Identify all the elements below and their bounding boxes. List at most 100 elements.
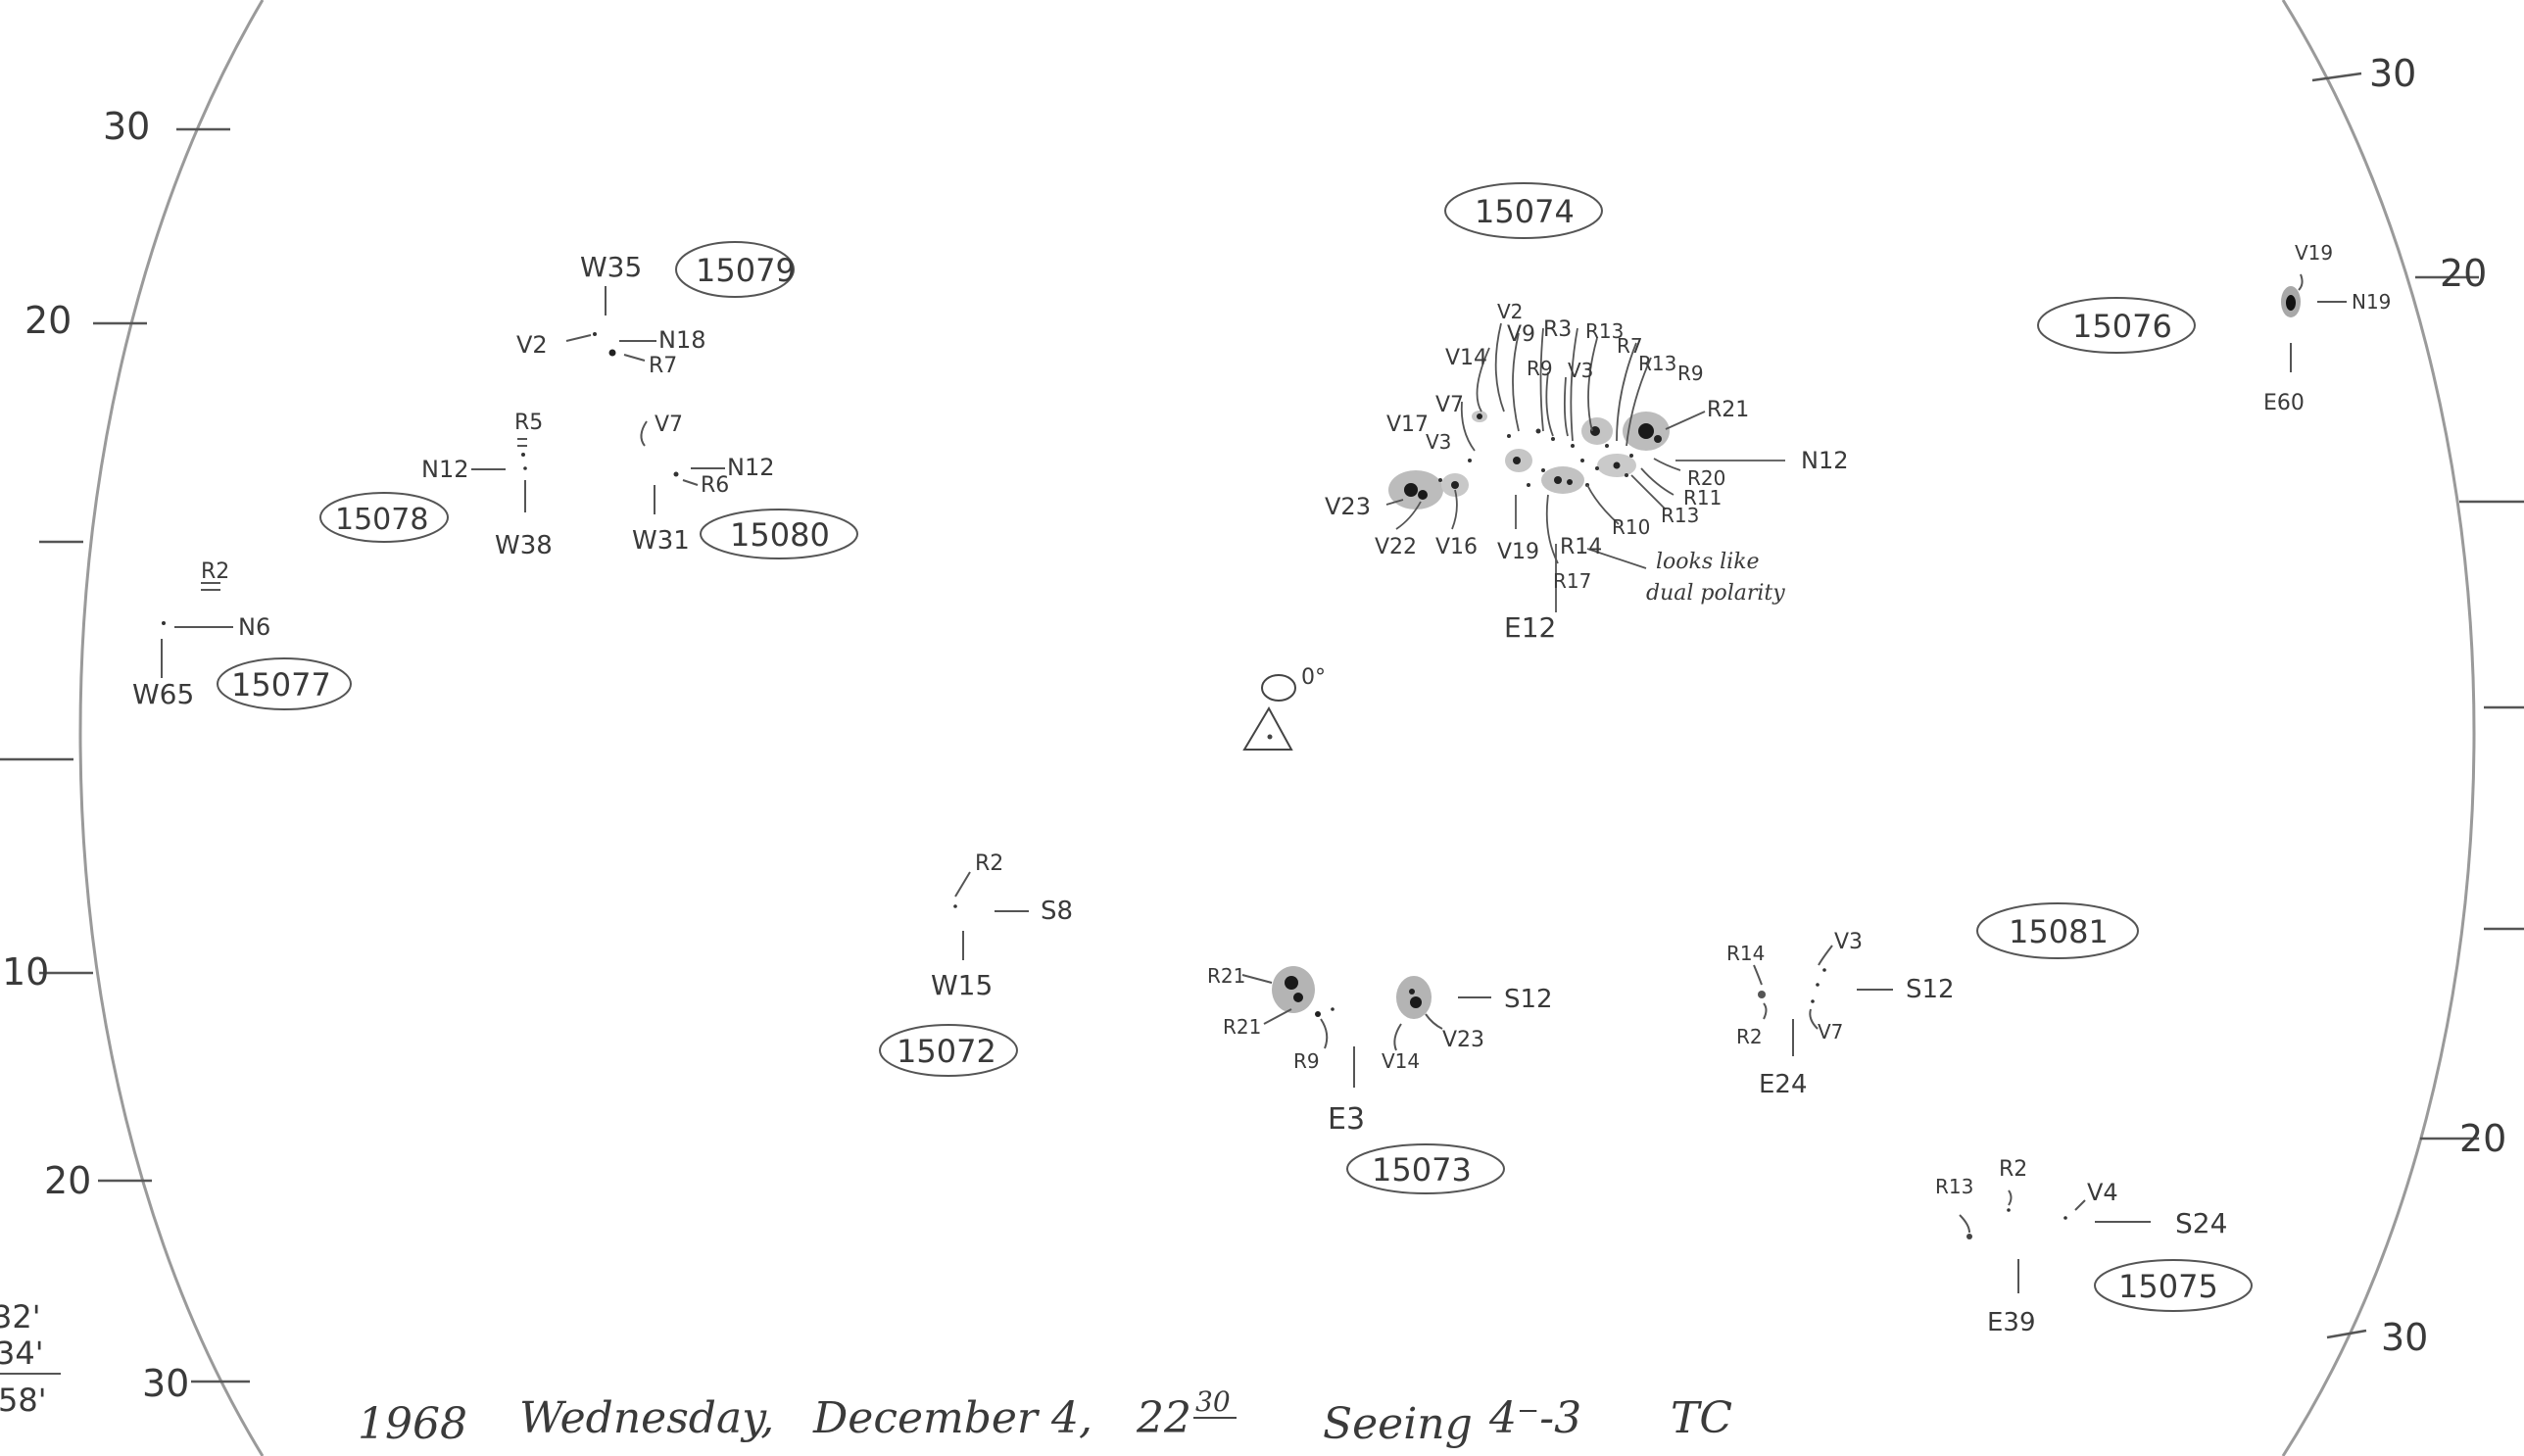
label-r6: R6 <box>701 473 729 498</box>
label-v23: V23 <box>1325 493 1371 520</box>
label-v14: V14 <box>1445 346 1487 370</box>
region-number: 15079 <box>696 252 796 289</box>
region-number: 15072 <box>897 1033 996 1070</box>
label-w38: W38 <box>495 531 553 560</box>
scale-label-left-s30: 30 <box>142 1362 189 1405</box>
region-15074 <box>1385 182 1785 612</box>
scale-label-right-s20: 20 <box>2459 1117 2506 1160</box>
region-15078 <box>319 438 527 543</box>
label-s24: S24 <box>2175 1207 2227 1239</box>
region-15073 <box>1241 966 1505 1194</box>
caption-observer: TC <box>1671 1393 1732 1443</box>
label-w35: W35 <box>580 251 642 283</box>
region-15076 <box>2037 273 2347 372</box>
margin-note-3: 58' <box>0 1382 47 1419</box>
label-s12: S12 <box>1906 975 1955 1004</box>
note-line-2: dual polarity <box>1646 581 1785 606</box>
region-number: 15073 <box>1372 1151 1472 1189</box>
scale-label-right-n20: 20 <box>2440 252 2487 295</box>
label-v3: V3 <box>1426 430 1451 454</box>
label-v14: V14 <box>1382 1049 1420 1073</box>
label-r14: R14 <box>1726 942 1765 965</box>
region-number: 15074 <box>1475 193 1575 230</box>
caption-seeing-label: Seeing <box>1323 1399 1473 1449</box>
label-r10: R10 <box>1612 515 1650 539</box>
label-v23: V23 <box>1442 1028 1484 1052</box>
label-v2: V2 <box>516 331 548 359</box>
scale-label-left-s10: 10 <box>2 950 49 994</box>
label-v3: V3 <box>1568 359 1593 382</box>
label-e39: E39 <box>1987 1308 2036 1337</box>
scale-label-right-s30: 30 <box>2381 1316 2428 1359</box>
caption-weekday: Wednesday, <box>519 1393 774 1443</box>
label-v3: V3 <box>1834 930 1863 954</box>
label-e60: E60 <box>2263 391 2305 415</box>
label-v19: V19 <box>1497 540 1539 564</box>
label-r2: R2 <box>201 559 229 584</box>
label-v4: V4 <box>2087 1179 2118 1206</box>
margin-note-2: 34' <box>0 1335 44 1372</box>
label-r21: R21 <box>1223 1015 1261 1039</box>
label-w15: W15 <box>931 969 993 1001</box>
label-r2: R2 <box>1736 1025 1763 1048</box>
caption-time-hour: 22 <box>1136 1393 1191 1443</box>
region-number: 15076 <box>2072 308 2172 345</box>
center-degree-label: 0° <box>1301 665 1326 690</box>
label-n6: N6 <box>238 613 270 641</box>
label-n19: N19 <box>2352 290 2391 314</box>
observation-caption: 1968 Wednesday, December 4, 22 30 Seeing… <box>358 1385 1732 1449</box>
region-number: 15081 <box>2009 913 2109 950</box>
label-v17: V17 <box>1386 413 1429 437</box>
caption-date: December 4, <box>812 1393 1092 1443</box>
label-v7: V7 <box>1435 393 1464 417</box>
caption-time-minutes: 30 <box>1195 1385 1231 1418</box>
label-s12: S12 <box>1504 985 1553 1014</box>
region-15077 <box>161 582 352 710</box>
left-latitude-scale <box>0 127 250 1383</box>
region-number: 15080 <box>730 516 830 554</box>
label-r17: R17 <box>1553 569 1591 593</box>
region-15079 <box>565 241 795 362</box>
right-latitude-scale <box>2311 72 2524 1339</box>
label-r13: R13 <box>1638 352 1676 375</box>
region-15080 <box>640 420 858 559</box>
label-r2: R2 <box>1999 1157 2027 1182</box>
label-n12: N12 <box>727 454 775 481</box>
label-r13: R13 <box>1935 1175 1973 1198</box>
label-v2: V2 <box>1497 300 1523 323</box>
label-w65: W65 <box>132 678 194 710</box>
label-v16: V16 <box>1435 535 1478 559</box>
solar-limb-left <box>78 0 265 1456</box>
label-r5: R5 <box>514 411 543 435</box>
label-v7: V7 <box>655 413 683 437</box>
label-e12: E12 <box>1504 611 1556 644</box>
label-s8: S8 <box>1041 897 1073 926</box>
region-number: 15075 <box>2118 1268 2218 1305</box>
disk-center-marker <box>1242 674 1296 751</box>
label-r2: R2 <box>975 851 1003 876</box>
region-15072 <box>879 871 1029 1077</box>
label-r21: R21 <box>1707 398 1749 422</box>
margin-note-1: 32' <box>0 1298 41 1335</box>
scale-label-right-n30: 30 <box>2369 52 2416 95</box>
label-r14: R14 <box>1560 535 1602 559</box>
label-r13: R13 <box>1585 319 1624 343</box>
region-number: 15077 <box>231 666 331 704</box>
region-15075 <box>1959 1189 2253 1312</box>
scale-label-left-n20: 20 <box>24 299 72 342</box>
label-r7: R7 <box>1617 334 1643 358</box>
label-n12: N12 <box>1801 447 1849 474</box>
label-r9: R9 <box>1677 362 1704 385</box>
label-r9: R9 <box>1293 1049 1320 1073</box>
label-n18: N18 <box>658 326 706 354</box>
label-v19: V19 <box>2295 241 2333 265</box>
label-r11: R11 <box>1683 486 1722 510</box>
note-line-1: looks like <box>1656 550 1760 574</box>
label-r20: R20 <box>1687 466 1725 490</box>
region-15081 <box>1753 902 2139 1056</box>
label-v22: V22 <box>1375 535 1417 559</box>
label-r9: R9 <box>1527 357 1553 380</box>
caption-year: 1968 <box>358 1399 467 1449</box>
label-v9: V9 <box>1507 322 1535 347</box>
